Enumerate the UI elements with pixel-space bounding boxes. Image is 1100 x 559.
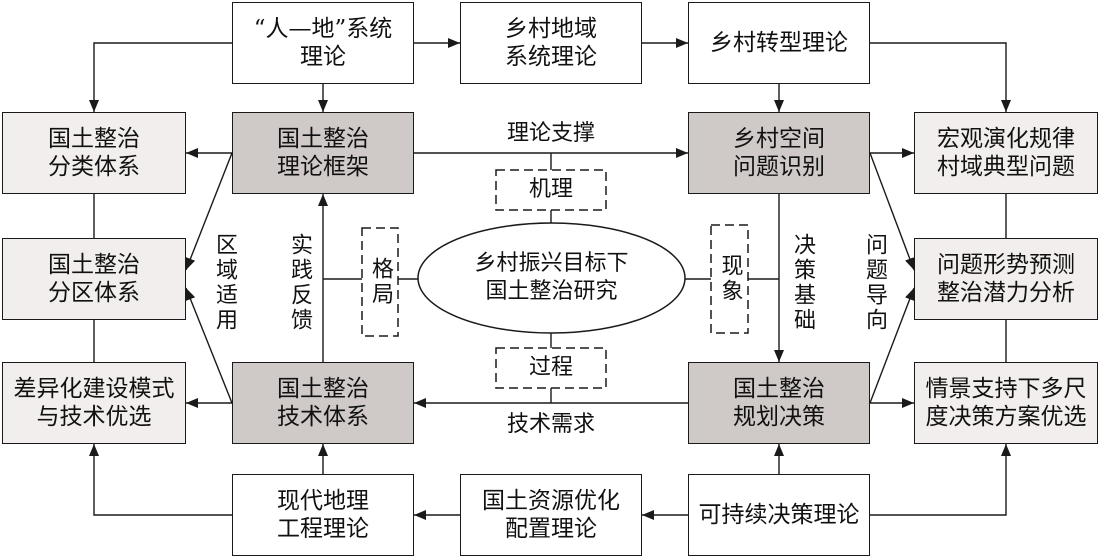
arrow-sustainable-to-scenario: [870, 444, 1011, 516]
box-line: 分类体系: [48, 154, 140, 180]
technical-system-box: 国土整治 技术体系: [232, 362, 414, 444]
box-line: 规划决策: [733, 404, 825, 430]
regional-application-label: 区域适用: [212, 233, 237, 333]
process-dashed-frame: [495, 347, 607, 389]
box-line: 国土整治: [48, 126, 140, 152]
problem-identification-box: 乡村空间 问题识别: [688, 112, 870, 194]
box-line: “人—地”系统: [253, 16, 393, 42]
problem-oriented-label: 问题导向: [862, 233, 887, 333]
modern-geo-engineering-theory-box: 现代地理 工程理论: [232, 474, 414, 556]
planning-decision-box: 国土整治 规划决策: [688, 362, 870, 444]
decision-basis-label: 决策基础: [790, 233, 815, 333]
arrow-transformation-to-macro-evolution: [870, 42, 1011, 112]
phenomenon-box: 现象: [711, 225, 748, 333]
differentiated-modes-box: 差异化建设模式 与技术优选: [2, 362, 186, 444]
classification-system-box: 国土整治 分类体系: [2, 112, 186, 194]
practice-feedback-label: 实践反馈: [287, 233, 312, 333]
box-line: 整治潜力分析: [937, 280, 1075, 306]
center-line: 乡村振兴目标下: [474, 251, 629, 276]
box-line: 国土整治: [277, 376, 369, 402]
rural-transformation-theory-box: 乡村转型理论: [688, 2, 870, 84]
box-line: 工程理论: [277, 516, 369, 542]
trend-forecast-box: 问题形势预测 整治潜力分析: [914, 238, 1098, 320]
theory-framework-box: 国土整治 理论框架: [232, 112, 414, 194]
box-line: 国土整治: [48, 252, 140, 278]
box-line: 问题形势预测: [937, 252, 1075, 278]
theory-support-label: 理论支撑: [506, 121, 595, 146]
mechanism-label: 机理: [528, 177, 573, 202]
center-topic: 乡村振兴目标下 国土整治研究: [418, 223, 685, 333]
mechanism-dashed-frame: [495, 169, 607, 211]
mechanism-box: 机理: [496, 170, 606, 210]
process-label: 过程: [528, 355, 573, 380]
box-line: 配置理论: [505, 516, 597, 542]
box-line: 宏观演化规律: [937, 126, 1075, 152]
rural-regional-system-theory-box: 乡村地域 系统理论: [460, 2, 642, 84]
arrow-identification-to-forecast: [869, 152, 915, 271]
box-line: 与技术优选: [36, 404, 152, 430]
technical-demand-label: 技术需求: [506, 412, 595, 437]
macro-evolution-box: 宏观演化规律 村域典型问题: [914, 112, 1098, 194]
box-line: 国土资源优化: [482, 488, 620, 514]
box-line: 乡村地域: [505, 16, 597, 42]
box-line: 情景支持下多尺: [925, 376, 1087, 402]
box-line: 国土整治: [733, 376, 825, 402]
box-line: 问题识别: [733, 154, 825, 180]
box-line: 村域典型问题: [937, 154, 1075, 180]
process-box: 过程: [496, 348, 606, 388]
arrow-technical-to-zoning: [185, 287, 233, 404]
pattern-dashed-frame: [361, 227, 399, 337]
box-line: 乡村转型理论: [710, 30, 848, 56]
phenomenon-label: 现象: [717, 254, 743, 304]
phenomenon-dashed-frame: [710, 224, 749, 334]
box-line: 可持续决策理论: [698, 502, 860, 528]
arrow-human-land-to-classification: [89, 42, 232, 112]
land-resource-allocation-theory-box: 国土资源优化 配置理论: [460, 474, 642, 556]
box-line: 理论框架: [277, 154, 369, 180]
pattern-box: 格局: [362, 228, 398, 336]
box-line: 国土整治: [277, 126, 369, 152]
box-line: 现代地理: [277, 488, 369, 514]
pattern-label: 格局: [368, 257, 393, 307]
zoning-system-box: 国土整治 分区体系: [2, 238, 186, 320]
box-line: 乡村空间: [733, 126, 825, 152]
center-line: 国土整治研究: [485, 279, 618, 304]
box-line: 差异化建设模式: [13, 376, 175, 402]
arrow-planning-to-forecast: [869, 287, 915, 404]
human-land-system-theory-box: “人—地”系统 理论: [232, 2, 414, 84]
box-line: 技术体系: [277, 404, 369, 430]
box-line: 分区体系: [48, 280, 140, 306]
box-line: 度决策方案优选: [925, 404, 1087, 430]
arrow-geo-engineering-to-differentiated: [89, 444, 232, 516]
box-line: 系统理论: [505, 44, 597, 70]
sustainable-decision-theory-box: 可持续决策理论: [688, 474, 870, 556]
scenario-optimization-box: 情景支持下多尺 度决策方案优选: [914, 362, 1098, 444]
center-ellipse: [417, 222, 686, 334]
arrow-framework-to-zoning: [185, 152, 233, 271]
box-line: 理论: [300, 44, 346, 70]
